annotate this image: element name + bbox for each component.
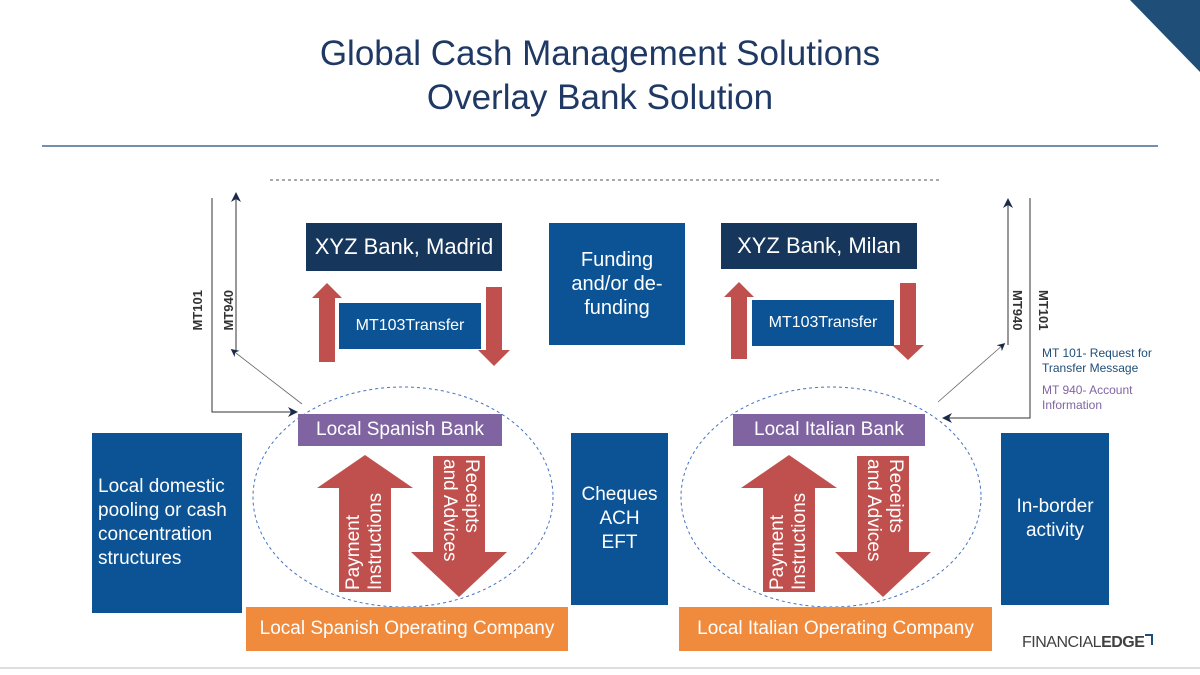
right-mt101-line bbox=[942, 198, 1031, 423]
right-diagonal-line bbox=[937, 342, 1006, 403]
right-down-arrow bbox=[892, 283, 924, 360]
left-receipts-advices-text: Receipts and Advices bbox=[439, 459, 482, 562]
logo-part1: FINANCIAL bbox=[1022, 634, 1102, 651]
legend-mt940: MT 940- Account Information bbox=[1042, 383, 1133, 412]
left-payment-arrow bbox=[317, 455, 413, 592]
right-receipts-arrow bbox=[835, 456, 931, 597]
right-payment-instructions-text: Payment Instructions bbox=[767, 492, 810, 590]
logo-mark-icon bbox=[1145, 634, 1154, 645]
eft-label: EFT bbox=[601, 532, 638, 553]
right-mt103-transfer-box: MT103Transfer bbox=[752, 300, 894, 346]
left-mt101-label: MT101 bbox=[190, 290, 205, 331]
local-spanish-operating-company-box: Local Spanish Operating Company bbox=[246, 607, 568, 651]
cheques-label: Cheques bbox=[581, 484, 658, 505]
left-receipts-arrow bbox=[411, 456, 507, 597]
ach-label: ACH bbox=[599, 508, 640, 529]
corner-decoration bbox=[1130, 0, 1200, 72]
left-mt101-line bbox=[211, 198, 298, 417]
xyz-bank-milan-box: XYZ Bank, Milan bbox=[721, 223, 917, 269]
legend-mt101: MT 101- Request for Transfer Message bbox=[1042, 346, 1152, 375]
financial-edge-logo: FINANCIALEDGE bbox=[1022, 634, 1154, 652]
local-italian-operating-company-box: Local Italian Operating Company bbox=[679, 607, 992, 651]
left-mt103-transfer-box: MT103Transfer bbox=[339, 303, 481, 349]
funding-box: Funding and/or de- funding bbox=[549, 223, 685, 345]
right-mt101-label: MT101 bbox=[1036, 290, 1051, 331]
local-spanish-bank-box: Local Spanish Bank bbox=[298, 414, 502, 446]
right-receipts-advices-text: Receipts and Advices bbox=[863, 459, 906, 562]
right-up-arrow bbox=[724, 282, 754, 359]
right-mt940-label: MT940 bbox=[1010, 290, 1025, 331]
local-pooling-box: Local domestic pooling or cash concentra… bbox=[92, 433, 242, 613]
right-payment-arrow bbox=[741, 455, 837, 592]
page-title: Global Cash Management Solutions bbox=[319, 34, 881, 73]
left-mt940-label: MT940 bbox=[221, 290, 236, 331]
in-border-activity-box: In-border activity bbox=[1001, 433, 1109, 605]
xyz-bank-madrid-box: XYZ Bank, Madrid bbox=[306, 223, 502, 271]
cheques-box: Cheques ACH EFT bbox=[571, 433, 668, 605]
left-diagonal-line bbox=[230, 349, 303, 405]
local-italian-bank-box: Local Italian Bank bbox=[733, 414, 925, 446]
left-payment-instructions-text: Payment Instructions bbox=[343, 492, 386, 590]
page-subtitle: Overlay Bank Solution bbox=[426, 78, 774, 117]
left-down-arrow bbox=[478, 287, 510, 366]
left-up-arrow bbox=[312, 283, 342, 362]
logo-part2: EDGE bbox=[1101, 634, 1145, 651]
